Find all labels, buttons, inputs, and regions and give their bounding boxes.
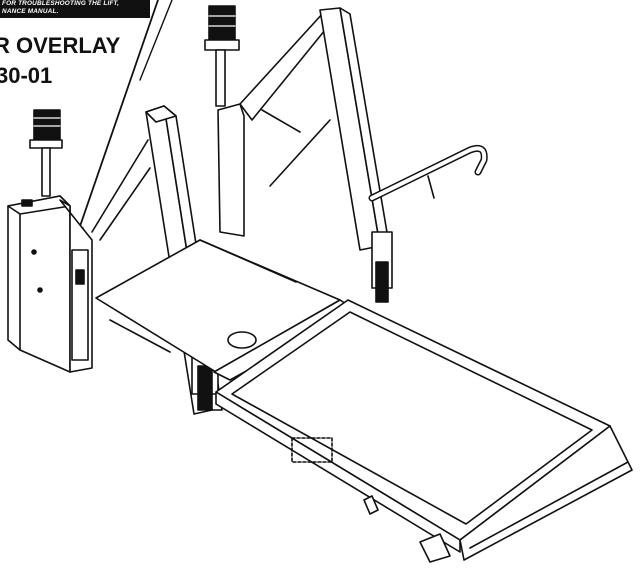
lift-marking-right (375, 261, 389, 303)
callout-text: FOR TROUBLESHOOTING THE LIFT, NANCE MANU… (2, 0, 150, 15)
overlay-label-line-2: 30-01 (0, 63, 53, 88)
handrail-right (368, 144, 488, 202)
lift-marking-left (197, 365, 213, 411)
platform-ramp (215, 299, 633, 563)
tower-rear-right (217, 7, 393, 303)
beacon-light-left (29, 109, 63, 197)
callout-box: FOR TROUBLESHOOTING THE LIFT, NANCE MANU… (0, 0, 150, 18)
callout-line-1: FOR TROUBLESHOOTING THE LIFT, (2, 0, 120, 7)
pump-module (7, 195, 93, 373)
beacon-light-right (204, 5, 240, 107)
callout-line-2: NANCE MANUAL. (2, 7, 59, 15)
overlay-label-line-1: R OVERLAY (0, 33, 121, 58)
